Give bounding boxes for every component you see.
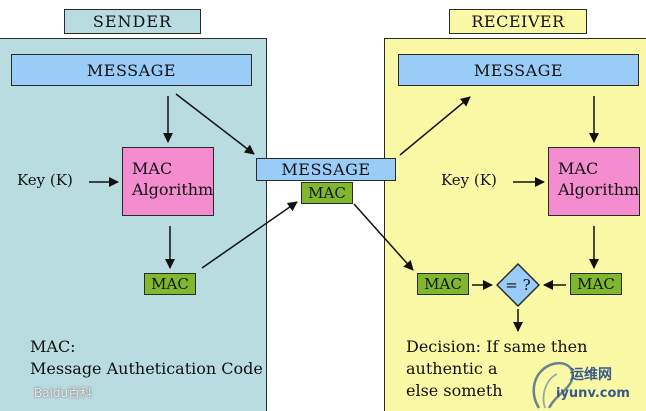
arrow-transit-mac-to-receiver-mac	[353, 203, 414, 271]
sender-panel	[0, 38, 267, 411]
receiver-key-label: Key (K)	[441, 171, 497, 189]
receiver-title: RECEIVER	[449, 9, 587, 34]
mac-definition-note: MAC: Message Authetication Code	[30, 336, 263, 380]
receiver-algorithm-line-2: Algorithm	[558, 180, 640, 199]
receiver-message-box: MESSAGE	[398, 54, 639, 86]
transit-mac-tag: MAC	[301, 182, 353, 204]
decision-line-1: Decision: If same then	[406, 337, 588, 356]
sender-mac-tag: MAC	[144, 273, 196, 295]
sender-algorithm-line-1: MAC	[132, 159, 173, 178]
decision-line-2: authentic a	[406, 359, 498, 378]
decision-line-3: else someth	[406, 381, 503, 400]
compare-label: = ?	[505, 276, 531, 294]
sender-mac-algorithm-box: MAC Algorithm	[122, 147, 214, 216]
transit-message-box: MESSAGE	[256, 158, 396, 181]
arrow-sender-mac-to-transit-mac	[201, 201, 298, 269]
baidu-watermark: Baidu百科	[34, 386, 93, 400]
sender-key-label: Key (K)	[17, 171, 73, 189]
yunwei-watermark-url: iyunv.com	[556, 386, 630, 401]
receiver-computed-mac-tag: MAC	[570, 273, 622, 295]
decision-note: Decision: If same then authentic a else …	[406, 336, 587, 402]
receiver-panel	[384, 38, 646, 411]
mac-note-line-2: Message Authetication Code	[30, 359, 263, 378]
compare-diamond	[496, 263, 540, 307]
receiver-received-mac-tag: MAC	[417, 273, 469, 295]
yunwei-watermark-cn: 运维网	[570, 367, 612, 383]
arrow-sender-message-to-transit	[175, 93, 255, 155]
sender-title: SENDER	[64, 9, 201, 34]
receiver-mac-algorithm-box: MAC Algorithm	[548, 147, 640, 216]
mac-note-line-1: MAC:	[30, 337, 76, 356]
sender-message-box: MESSAGE	[11, 54, 252, 86]
yunwei-logo-icon	[532, 361, 574, 409]
arrow-transit-to-receiver-message	[399, 96, 471, 156]
receiver-algorithm-line-1: MAC	[558, 159, 599, 178]
sender-algorithm-line-2: Algorithm	[132, 180, 214, 199]
